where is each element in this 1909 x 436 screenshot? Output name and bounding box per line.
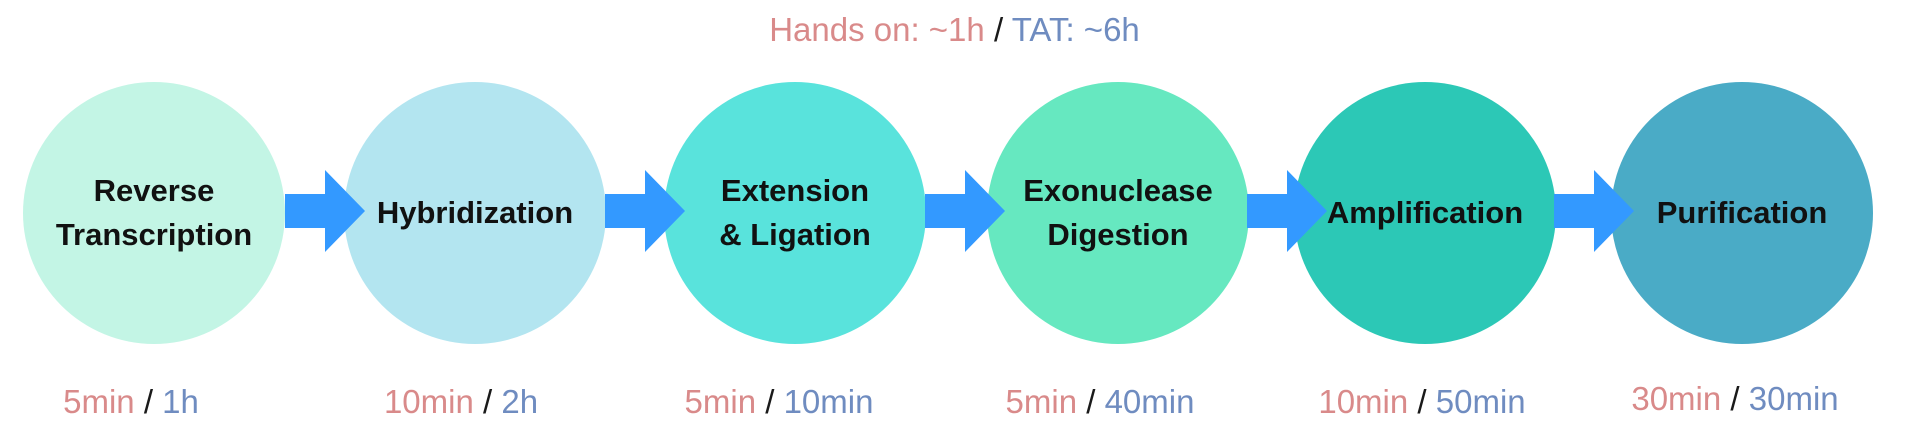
step-label: Reverse Transcription xyxy=(55,173,253,252)
step-label: Hybridization xyxy=(376,195,574,230)
tat-time: 1h xyxy=(162,383,199,420)
step-extension-ligation: Extension & Ligation xyxy=(664,82,926,344)
step-label: Exonuclease Digestion xyxy=(1023,173,1213,252)
tat-time: 30min xyxy=(1748,380,1839,417)
hands-on-time: 10min xyxy=(1318,383,1409,420)
hands-on-time: 30min xyxy=(1631,380,1722,417)
time-separator: / xyxy=(1417,383,1427,420)
tat-time: 40min xyxy=(1104,383,1195,420)
hands-on-time: 5min xyxy=(1005,383,1078,420)
arrow-right-icon xyxy=(1554,170,1634,252)
step-hybridization: Hybridization xyxy=(344,82,606,344)
tat-total: TAT: ~6h xyxy=(1011,11,1140,48)
hands-on-time: 10min xyxy=(383,383,474,420)
arrow-right-icon xyxy=(925,170,1005,252)
step-purification: Purification xyxy=(1611,82,1873,344)
step-reverse-transcription: Reverse Transcription xyxy=(23,82,285,344)
step-time-reverse-transcription: 5min / 1h xyxy=(0,382,262,422)
hands-on-time: 5min xyxy=(684,383,757,420)
time-separator: / xyxy=(765,383,775,420)
step-amplification: Amplification xyxy=(1294,82,1556,344)
hands-on-total: Hands on: ~1h xyxy=(769,11,985,48)
step-label: Purification xyxy=(1656,195,1828,230)
step-exonuclease-digestion: Exonuclease Digestion xyxy=(987,82,1249,344)
time-separator: / xyxy=(143,383,153,420)
tat-time: 10min xyxy=(783,383,874,420)
step-label: Extension & Ligation xyxy=(719,173,871,252)
arrow-right-icon xyxy=(1247,170,1327,252)
header-separator: / xyxy=(993,11,1004,48)
step-time-purification: 30min / 30min xyxy=(1604,379,1866,419)
time-separator: / xyxy=(483,383,493,420)
hands-on-time: 5min xyxy=(63,383,135,420)
time-separator: / xyxy=(1730,380,1740,417)
step-time-amplification: 10min / 50min xyxy=(1291,382,1553,422)
tat-time: 50min xyxy=(1435,383,1526,420)
step-label: Amplification xyxy=(1326,195,1524,230)
time-separator: / xyxy=(1086,383,1096,420)
step-time-extension-ligation: 5min / 10min xyxy=(648,382,910,422)
step-time-exonuclease-digestion: 5min / 40min xyxy=(969,382,1231,422)
arrow-right-icon xyxy=(285,170,365,252)
tat-time: 2h xyxy=(501,383,539,420)
summary-header: Hands on: ~1h / TAT: ~6h xyxy=(0,10,1909,50)
step-time-hybridization: 10min / 2h xyxy=(330,382,592,422)
arrow-right-icon xyxy=(605,170,685,252)
